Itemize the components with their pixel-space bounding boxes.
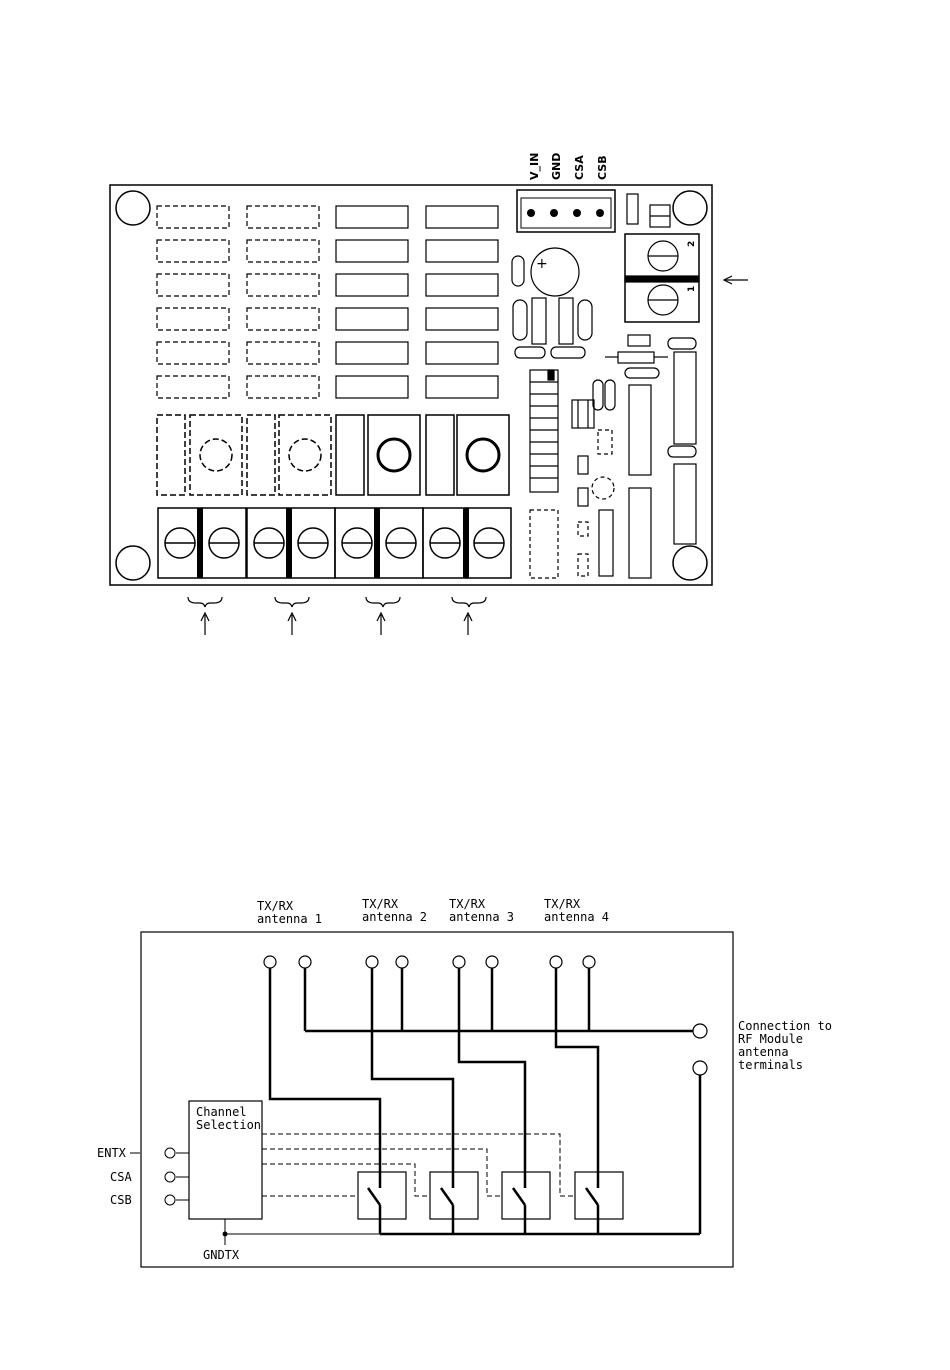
antenna-terminal [299, 956, 311, 968]
antenna-4-label-line1: TX/RX [544, 897, 581, 911]
input-label-entx: ENTX [97, 1146, 127, 1160]
rf-label-line4: terminals [738, 1058, 803, 1072]
mounting-hole [116, 191, 150, 225]
antenna-terminal [453, 956, 465, 968]
antenna-2-label-line1: TX/RX [362, 897, 399, 911]
component-rows [157, 206, 498, 398]
antenna-1-label-line1: TX/RX [257, 899, 294, 913]
input-terminal [165, 1195, 175, 1205]
antenna-terminal [583, 956, 595, 968]
input-label-csb: CSB [110, 1193, 132, 1207]
channel-label-line1: Channel [196, 1105, 247, 1119]
rf-terminal [693, 1061, 707, 1075]
pin-label-csb: CSB [596, 155, 609, 180]
rf-label-line3: antenna [738, 1045, 789, 1059]
pin-label-vin: V_IN [528, 153, 541, 180]
antenna-terminal [550, 956, 562, 968]
rf-label-line1: Connection to [738, 1019, 832, 1033]
mounting-hole [673, 546, 707, 580]
mounting-hole [673, 191, 707, 225]
relay-switch-1 [358, 1172, 406, 1219]
antenna-terminal [486, 956, 498, 968]
antenna-2-label-line2: antenna 2 [362, 910, 427, 924]
antenna-1-label-line2: antenna 1 [257, 912, 322, 926]
input-label-csa: CSA [110, 1170, 132, 1184]
ground-wiring [225, 1219, 380, 1245]
pot-label-1: 1 [687, 286, 697, 292]
input-terminal [165, 1172, 175, 1182]
mounting-hole [116, 546, 150, 580]
terminal-pair-indicators [188, 597, 486, 635]
pcb-layout: V_IN GND CSA CSB + [110, 153, 748, 635]
rf-terminal [693, 1024, 707, 1038]
input-pins [130, 1148, 189, 1205]
control-lines [262, 1134, 575, 1196]
svg-text:+: + [536, 256, 548, 272]
rf-wiring [270, 968, 700, 1234]
rf-label-line2: RF Module [738, 1032, 803, 1046]
antenna-terminals [264, 956, 707, 1075]
antenna-terminal [366, 956, 378, 968]
pot-indicator-arrow [724, 276, 748, 284]
antenna-terminal [396, 956, 408, 968]
schematic: TX/RX antenna 1 TX/RX antenna 2 TX/RX an… [97, 897, 832, 1267]
pcb-components: + [512, 194, 699, 578]
antenna-3-label-line1: TX/RX [449, 897, 486, 911]
channel-label-line2: Selection [196, 1118, 261, 1132]
antenna-3-label-line2: antenna 3 [449, 910, 514, 924]
ground-label: GNDTX [203, 1248, 240, 1262]
pin-label-gnd: GND [550, 153, 563, 180]
pot-label-2: 2 [687, 241, 697, 247]
antenna-connectors [157, 415, 509, 495]
antenna-4-label-line2: antenna 4 [544, 910, 609, 924]
input-terminal [165, 1148, 175, 1158]
screw-terminal-strip [158, 508, 511, 578]
pin-label-csa: CSA [573, 155, 586, 180]
power-connector [517, 190, 615, 232]
ground-junction [223, 1232, 228, 1237]
schematic-outline [141, 932, 733, 1267]
antenna-terminal [264, 956, 276, 968]
